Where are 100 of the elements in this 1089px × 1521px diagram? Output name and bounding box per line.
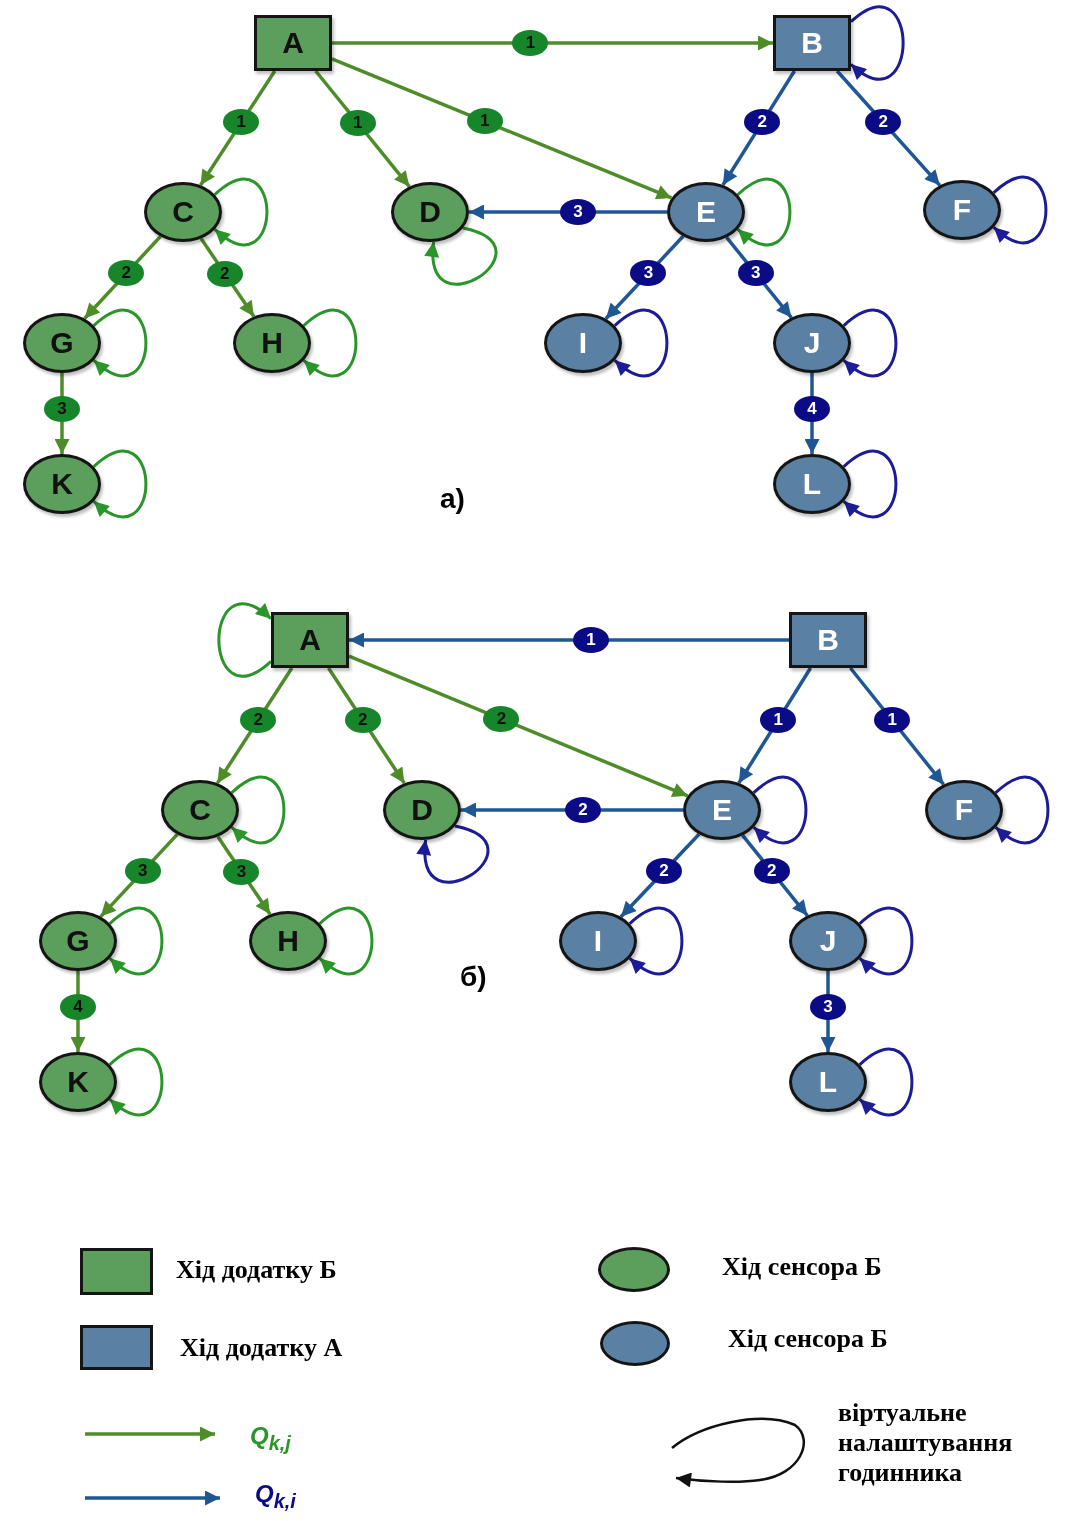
self-loop-arrow <box>92 308 148 378</box>
circle-node <box>683 780 761 840</box>
self-loop-arrow <box>230 775 286 845</box>
self-loop-arrow <box>842 308 898 378</box>
legend-label: Хід сенсора Б <box>722 1252 882 1282</box>
edge-label: 2 <box>108 260 145 287</box>
circle-node <box>249 911 327 971</box>
node-letter: L <box>818 1067 838 1097</box>
edge-label: 3 <box>737 260 774 287</box>
panel-label: а) <box>440 483 465 515</box>
edge-label: 2 <box>206 260 243 287</box>
self-loop-arrow <box>842 449 898 519</box>
node-letter: H <box>277 926 299 956</box>
edge-label: 1 <box>760 706 797 733</box>
edge-label: 3 <box>223 858 260 885</box>
edge-label: 3 <box>559 199 596 225</box>
edge-label: 3 <box>810 994 846 1021</box>
square-node <box>254 15 332 71</box>
circle-node <box>144 182 222 242</box>
self-loop-arrow <box>108 906 164 976</box>
panel-label: б) <box>460 961 487 993</box>
node-letter: A <box>299 625 321 655</box>
self-loop-arrow <box>302 308 358 378</box>
circle-node <box>39 911 117 971</box>
circle-node <box>391 182 469 242</box>
edge-label: 3 <box>44 396 80 423</box>
node-letter: B <box>801 28 823 58</box>
self-loop-arrow <box>994 775 1050 845</box>
circle-node <box>923 180 1001 240</box>
self-loop-arrow <box>736 177 792 247</box>
node-letter: I <box>578 328 588 358</box>
legend-label: Q$_{k,i}$ <box>255 1480 296 1513</box>
edge-label: 3 <box>630 260 667 287</box>
node-letter: G <box>66 926 90 956</box>
circle-node <box>773 313 851 373</box>
square-node <box>271 612 349 668</box>
self-loop-arrow <box>417 824 490 884</box>
circle-node <box>667 182 745 242</box>
edge-label: 1 <box>874 707 911 734</box>
self-loop-arrow <box>213 177 269 247</box>
edge-label: 1 <box>339 110 376 136</box>
edge-label: 2 <box>744 109 781 136</box>
self-loop-arrow <box>850 5 905 81</box>
edge-label: 1 <box>573 627 609 653</box>
edge-label: 2 <box>865 109 902 136</box>
self-loop-arrow <box>628 906 684 976</box>
node-letter: L <box>802 469 822 499</box>
node-letter: C <box>189 795 211 825</box>
edge-label: 2 <box>240 706 277 733</box>
edge-label: 4 <box>794 396 830 423</box>
circle-node <box>161 780 239 840</box>
node-letter: H <box>261 328 283 358</box>
self-loop-arrow <box>858 1047 914 1117</box>
edge-label: 2 <box>753 858 790 885</box>
edge-label: 1 <box>512 30 549 56</box>
self-loop-arrow <box>425 226 498 286</box>
arrow <box>332 35 773 51</box>
self-loop-arrow <box>992 175 1048 245</box>
self-loop-arrow <box>217 602 272 678</box>
edge-label: 3 <box>124 858 161 885</box>
node-letter: J <box>803 328 821 358</box>
node-letter: D <box>411 795 433 825</box>
edge-label: 2 <box>483 705 520 732</box>
circle-node <box>925 780 1003 840</box>
legend-label: Хід сенсора Б <box>728 1324 888 1354</box>
circle-node <box>544 313 622 373</box>
square-node <box>773 15 851 71</box>
edge-label: 1 <box>466 108 503 135</box>
circle-node <box>559 911 637 971</box>
self-loop-arrow <box>858 906 914 976</box>
self-loop-arrow <box>92 449 148 519</box>
node-letter: I <box>593 926 603 956</box>
node-letter: F <box>954 795 974 825</box>
node-letter: G <box>50 328 74 358</box>
arrow <box>331 57 673 200</box>
node-letter: E <box>696 197 716 227</box>
square-node <box>789 612 867 668</box>
circle-node <box>789 911 867 971</box>
legend-label: Хід додатку А <box>180 1333 343 1363</box>
node-letter: C <box>172 197 194 227</box>
edge-label: 1 <box>223 109 260 136</box>
legend-label: Хід додатку Б <box>176 1255 337 1285</box>
arrow <box>348 654 689 798</box>
node-letter: A <box>282 28 304 58</box>
node-letter: F <box>952 195 972 225</box>
circle-node <box>23 313 101 373</box>
node-letter: J <box>819 926 837 956</box>
self-loop-arrow <box>108 1047 164 1117</box>
circle-node <box>233 313 311 373</box>
node-letter: E <box>712 795 732 825</box>
arrow <box>349 632 789 648</box>
circle-node <box>383 780 461 840</box>
node-letter: B <box>817 625 839 655</box>
edge-label: 4 <box>60 994 96 1021</box>
self-loop-arrow <box>613 308 669 378</box>
edge-label: 2 <box>645 858 682 885</box>
node-letter: K <box>67 1067 89 1097</box>
node-letter: K <box>51 469 73 499</box>
self-loop-arrow <box>752 775 808 845</box>
legend-label: віртуальне налаштування годинника <box>838 1398 1014 1488</box>
